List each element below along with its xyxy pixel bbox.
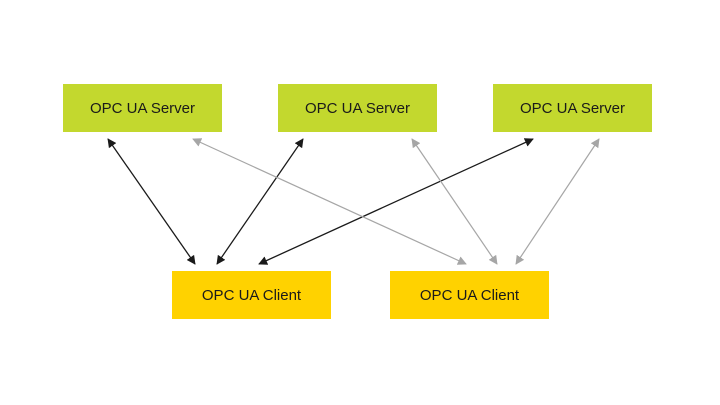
connection-arrow-client-2-to-server-3 — [515, 138, 600, 265]
server-label: OPC UA Server — [519, 99, 626, 117]
connection-arrow-client-1-to-server-2 — [216, 138, 304, 265]
server-label: OPC UA Server — [89, 99, 196, 117]
server-node: OPC UA Server — [278, 84, 437, 132]
connection-arrow-client-1-to-server-1 — [107, 138, 196, 265]
server-node: OPC UA Server — [63, 84, 222, 132]
connection-arrow-client-2-to-server-2 — [411, 138, 498, 265]
client-node: OPC UA Client — [172, 271, 331, 319]
connection-arrow-client-1-to-server-3 — [258, 138, 534, 265]
client-node: OPC UA Client — [390, 271, 549, 319]
client-label: OPC UA Client — [419, 286, 520, 304]
server-label: OPC UA Server — [304, 99, 411, 117]
server-node: OPC UA Server — [493, 84, 652, 132]
client-label: OPC UA Client — [201, 286, 302, 304]
